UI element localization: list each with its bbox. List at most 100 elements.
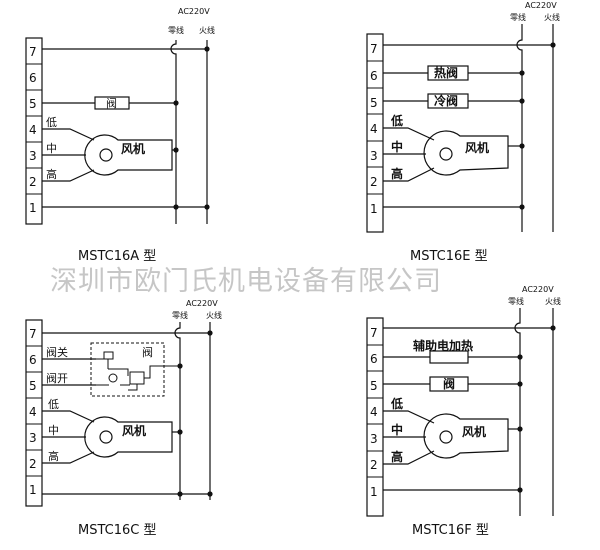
- terminal-1-label: 1: [29, 201, 37, 215]
- junction-dot: [517, 487, 523, 493]
- terminal-5-label: 5: [370, 96, 378, 110]
- junction-dot: [173, 147, 179, 153]
- terminal-4-label: 4: [370, 405, 378, 419]
- wire-4-low: [383, 127, 435, 141]
- wire-2-high: [383, 450, 435, 465]
- terminal-7-label: 7: [370, 42, 378, 56]
- fan-icon: [84, 134, 173, 176]
- speed-low-label: 低: [48, 398, 59, 411]
- speed-mid-label: 中: [391, 139, 403, 154]
- speed-high-label: 高: [46, 167, 57, 181]
- actuator-symbol-icon: [96, 351, 180, 391]
- junction-dot: [207, 330, 213, 336]
- valve-actuator-box: [90, 342, 165, 397]
- heater-box: [429, 350, 469, 364]
- neutral-label: 零线: [172, 310, 188, 320]
- terminal-2-label: 2: [29, 175, 37, 189]
- speed-mid-label: 中: [48, 424, 59, 437]
- valve-label: 阀: [106, 96, 117, 110]
- terminal-7-label: 7: [370, 326, 378, 340]
- junction-dot: [519, 143, 525, 149]
- terminal-6-label: 6: [29, 71, 37, 85]
- terminal-block: 7 6 5 4 3 2 1: [366, 317, 384, 517]
- supply-voltage-label: AC220V: [522, 285, 554, 294]
- hot-valve-label: 热阀: [434, 65, 458, 80]
- valve-label: 阀: [443, 377, 455, 391]
- terminal-6-label: 6: [370, 352, 378, 366]
- terminal-5-label: 5: [29, 379, 37, 393]
- fan-label: 风机: [122, 423, 146, 438]
- live-label: 火线: [545, 296, 561, 306]
- supply-voltage-label: AC220V: [178, 7, 210, 16]
- terminal-3-label: 3: [29, 431, 37, 445]
- wire-2-high: [42, 451, 95, 464]
- junction-dot: [177, 429, 183, 435]
- junction-dot: [173, 204, 179, 210]
- diagram-title: MSTC16F 型: [412, 523, 489, 538]
- terminal-block: 7 6 5 4 3 2 1: [25, 37, 43, 225]
- neutral-line: [514, 308, 521, 516]
- speed-low-label: 低: [390, 113, 403, 128]
- junction-dot: [550, 42, 556, 48]
- terminal-7-label: 7: [29, 327, 37, 341]
- terminal-1-label: 1: [370, 485, 378, 499]
- neutral-line: [170, 40, 177, 224]
- terminal-3-label: 3: [370, 432, 378, 446]
- speed-low-label: 低: [46, 116, 57, 129]
- terminal-3-label: 3: [29, 149, 37, 163]
- wire-4-low: [383, 410, 435, 424]
- diagram-title: MSTC16A 型: [78, 249, 156, 264]
- terminal-2-label: 2: [370, 175, 378, 189]
- fan-icon: [423, 130, 509, 176]
- speed-high-label: 高: [48, 449, 59, 463]
- neutral-line: [174, 322, 181, 500]
- diagram-title: MSTC16C 型: [78, 523, 156, 538]
- junction-dot: [517, 381, 523, 387]
- fan-label: 风机: [121, 141, 145, 156]
- fan-icon: [84, 416, 173, 458]
- junction-dot: [550, 325, 556, 331]
- terminal-block: 7 6 5 4 3 2 1: [366, 33, 384, 233]
- live-label: 火线: [544, 12, 560, 22]
- wire-2-high: [383, 167, 435, 182]
- valve-open-label: 阀开: [46, 371, 68, 385]
- speed-high-label: 高: [391, 166, 403, 181]
- neutral-label: 零线: [508, 296, 524, 306]
- junction-dot: [519, 70, 525, 76]
- terminal-6-label: 6: [29, 353, 37, 367]
- diagram-mstc16f: 7 6 5 4 3 2 1 AC220V 零线 火线 辅助电加热 阀 低 中 高: [366, 285, 561, 538]
- diagram-mstc16c: 7 6 5 4 3 2 1 AC220V 零线 火线 阀关 阀开: [25, 299, 222, 538]
- diagram-title: MSTC16E 型: [410, 249, 488, 264]
- heater-label: 辅助电加热: [413, 338, 473, 353]
- terminal-6-label: 6: [370, 69, 378, 83]
- fan-icon: [423, 413, 509, 459]
- speed-low-label: 低: [390, 396, 403, 411]
- junction-dot: [204, 204, 210, 210]
- junction-dot: [519, 98, 525, 104]
- terminal-1-label: 1: [29, 483, 37, 497]
- terminal-2-label: 2: [29, 457, 37, 471]
- speed-mid-label: 中: [46, 142, 57, 155]
- diagram-mstc16a: 7 6 5 4 3 2 1 AC220V 零线 火线 阀 低 中 高: [25, 7, 215, 264]
- neutral-line: [516, 24, 523, 232]
- supply-voltage-label: AC220V: [525, 1, 557, 10]
- terminal-3-label: 3: [370, 149, 378, 163]
- diagram-mstc16e: 7 6 5 4 3 2 1 AC220V 零线 火线 热阀 冷阀 低 中 高: [366, 1, 560, 264]
- supply-voltage-label: AC220V: [186, 299, 218, 308]
- terminal-4-label: 4: [29, 123, 37, 137]
- company-watermark: 深圳市欧门氏机电设备有限公司: [50, 266, 442, 297]
- wire-2-high: [42, 169, 95, 182]
- terminal-5-label: 5: [29, 97, 37, 111]
- junction-dot: [519, 204, 525, 210]
- live-label: 火线: [199, 25, 215, 35]
- valve-label: 阀: [142, 345, 153, 359]
- wire-4-low: [42, 128, 95, 141]
- fan-label: 风机: [465, 140, 489, 155]
- terminal-7-label: 7: [29, 45, 37, 59]
- junction-dot: [177, 491, 183, 497]
- speed-mid-label: 中: [391, 422, 403, 437]
- junction-dot: [517, 426, 523, 432]
- cold-valve-label: 冷阀: [434, 93, 458, 108]
